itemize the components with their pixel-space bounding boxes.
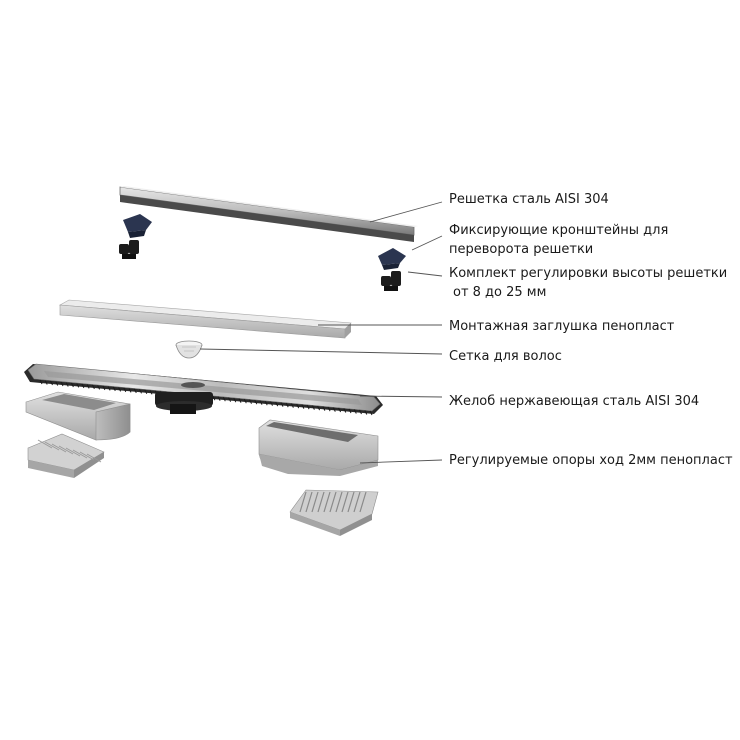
- leader-brackets: [411, 235, 443, 251]
- label-supports-line-1: Регулируемые опоры ход 2мм пенопласт: [449, 453, 733, 468]
- leader-lines: [199, 201, 443, 464]
- label-flip-brackets: Фиксирующие кронштейны для переворота ре…: [449, 221, 668, 259]
- label-height-kit: Комплект регулировки высоты решетки от 8…: [449, 264, 727, 302]
- mounting-plug-part: [58, 299, 352, 339]
- label-height-kit-line-1: Комплект регулировки высоты решетки: [449, 266, 728, 281]
- label-flip-brackets-line-1: Фиксирующие кронштейны для: [449, 223, 669, 238]
- leader-channel: [359, 395, 443, 398]
- label-height-kit-line-2: от 8 до 25 мм: [453, 285, 547, 300]
- leader-hair: [199, 348, 443, 355]
- label-hair-strainer-line-1: Сетка для волос: [449, 349, 562, 364]
- label-grate: Решетка сталь AISI 304: [449, 190, 609, 209]
- drain-channel-part: [24, 363, 383, 416]
- label-hair-strainer: Сетка для волос: [449, 347, 562, 366]
- support-left: [25, 391, 131, 441]
- label-grate-line-1: Решетка сталь AISI 304: [449, 192, 609, 207]
- support-right: [258, 419, 379, 476]
- grate-part: [119, 186, 418, 242]
- label-supports: Регулируемые опоры ход 2мм пенопласт: [449, 451, 733, 470]
- height-adjuster-left: [119, 240, 139, 259]
- outlet-part: [155, 392, 213, 414]
- flip-bracket-left: [123, 214, 152, 238]
- support-wedge-right: [289, 489, 379, 536]
- label-mounting-plug: Монтажная заглушка пенопласт: [449, 317, 674, 336]
- leader-height: [407, 271, 443, 277]
- support-wedge-left: [27, 433, 105, 478]
- label-channel: Желоб нержавеющая сталь AISI 304: [449, 392, 699, 411]
- hair-strainer-part: [175, 340, 203, 359]
- label-channel-line-1: Желоб нержавеющая сталь AISI 304: [449, 394, 700, 409]
- flip-bracket-right: [378, 248, 406, 270]
- leader-grate: [369, 201, 443, 223]
- leader-supports: [359, 459, 443, 464]
- height-adjuster-right: [381, 271, 401, 291]
- label-mounting-plug-line-1: Монтажная заглушка пенопласт: [449, 319, 675, 334]
- label-flip-brackets-line-2: переворота решетки: [449, 242, 594, 257]
